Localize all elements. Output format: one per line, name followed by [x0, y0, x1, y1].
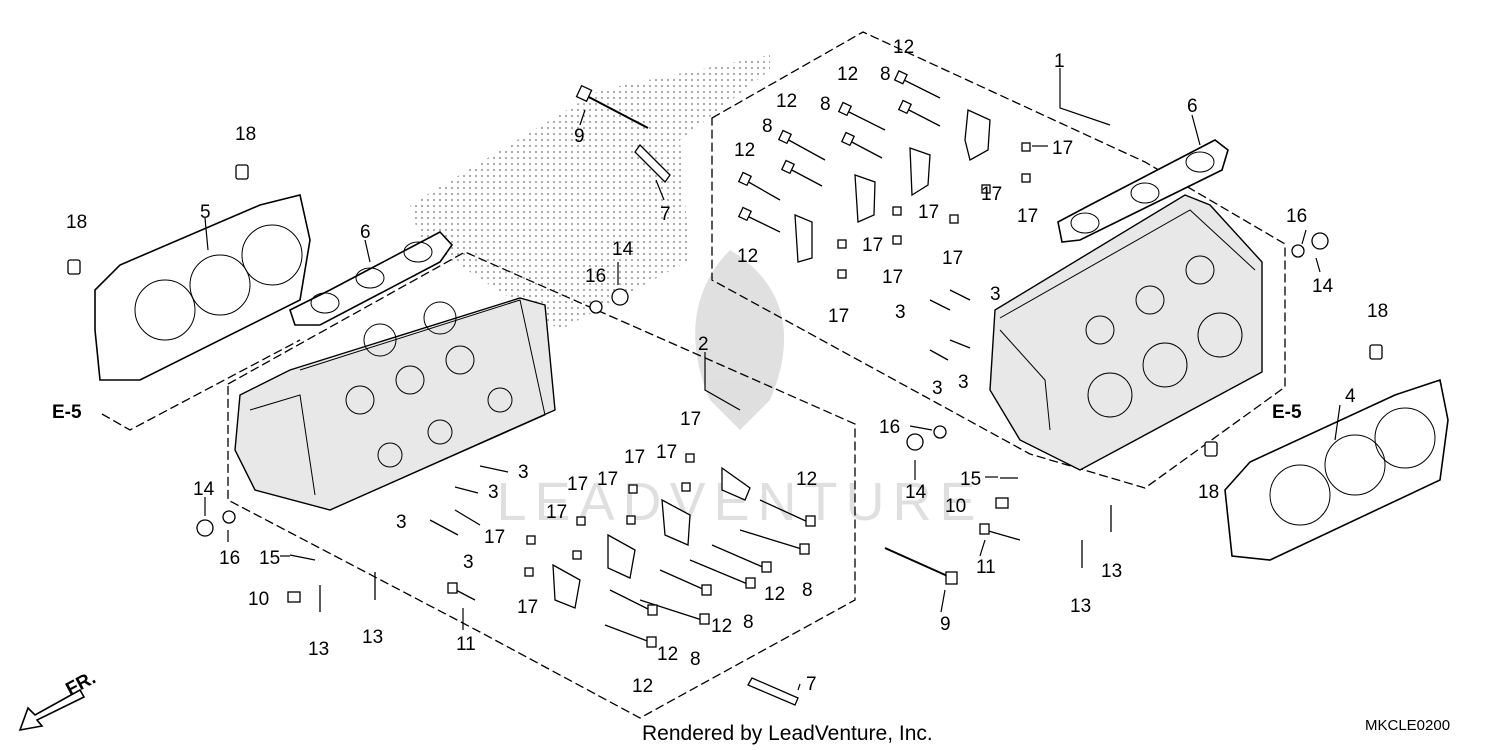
cylinder-head-left	[234, 297, 556, 511]
callout-3: 3	[958, 372, 969, 393]
callout-16: 16	[219, 548, 240, 569]
reference-e5-right: E-5	[1272, 402, 1302, 423]
callout-3: 3	[488, 482, 499, 503]
reference-e5-left: E-5	[52, 402, 82, 423]
callout-18: 18	[1198, 482, 1219, 503]
callout-13: 13	[308, 639, 329, 660]
callout-17: 17	[981, 184, 1002, 205]
callout-8: 8	[880, 64, 891, 85]
callout-12: 12	[734, 140, 755, 161]
callout-17: 17	[918, 202, 939, 223]
callout-8: 8	[743, 612, 754, 633]
callout-16: 16	[1286, 206, 1307, 227]
group-boundary-2	[227, 251, 856, 719]
callout-13: 13	[362, 627, 383, 648]
callout-17: 17	[567, 474, 588, 495]
callout-15: 15	[259, 548, 280, 569]
callout-18: 18	[66, 212, 87, 233]
front-direction-arrow: FR.	[18, 668, 99, 732]
callout-17: 17	[484, 527, 505, 548]
callout-8: 8	[762, 116, 773, 137]
callout-12: 12	[837, 64, 858, 85]
callout-9: 9	[574, 126, 585, 147]
callout-18: 18	[1367, 301, 1388, 322]
footer-credit: Rendered by LeadVenture, Inc.	[642, 722, 933, 745]
callout-10: 10	[945, 496, 966, 517]
callout-7: 7	[660, 204, 671, 225]
callout-14: 14	[905, 482, 927, 503]
head-gasket-left	[94, 194, 311, 381]
callout-12: 12	[893, 37, 914, 58]
callout-7: 7	[806, 674, 817, 695]
callout-17: 17	[517, 597, 538, 618]
callout-17: 17	[546, 502, 567, 523]
gasket-guide-left	[101, 339, 301, 431]
bolts	[447, 70, 1021, 648]
callout-11: 11	[456, 634, 476, 655]
callout-18: 18	[235, 124, 256, 145]
callout-6: 6	[360, 222, 371, 243]
callout-17: 17	[1052, 138, 1073, 159]
callout-16: 16	[585, 266, 606, 287]
callout-12: 12	[776, 91, 797, 112]
callout-12: 12	[764, 584, 785, 605]
callout-15: 15	[960, 469, 981, 490]
callout-12: 12	[657, 644, 678, 665]
callout-17: 17	[828, 306, 849, 327]
callout-17: 17	[1017, 206, 1038, 227]
callout-14: 14	[1312, 276, 1334, 297]
callout-4: 4	[1345, 386, 1356, 407]
callout-3: 3	[932, 378, 943, 399]
callout-2: 2	[698, 334, 709, 355]
callout-11: 11	[976, 557, 996, 578]
callout-17: 17	[862, 235, 883, 256]
callout-12: 12	[711, 616, 732, 637]
group-boundary-1	[711, 31, 1286, 489]
callout-16: 16	[879, 417, 900, 438]
callout-8: 8	[820, 94, 831, 115]
callout-17: 17	[597, 469, 618, 490]
callout-3: 3	[895, 302, 906, 323]
exhaust-gasket-right	[1057, 139, 1229, 243]
callout-17: 17	[942, 248, 963, 269]
leader-lines	[204, 68, 1341, 691]
callout-13: 13	[1101, 561, 1122, 582]
callout-12: 12	[737, 246, 758, 267]
callout-6: 6	[1187, 96, 1198, 117]
dotted-shade-region	[410, 55, 770, 330]
callout-labels: 1 2 3 3 3 3 3 3 3 3 4 5 6 6 7 7 8 8 8 8 …	[52, 37, 1388, 697]
head-gasket-right	[1224, 378, 1449, 561]
callout-12: 12	[632, 676, 653, 697]
callout-1: 1	[1054, 51, 1065, 72]
callout-12: 12	[796, 469, 817, 490]
callout-3: 3	[463, 552, 474, 573]
cylinder-head-right	[989, 194, 1263, 471]
callout-3: 3	[396, 512, 407, 533]
callout-9: 9	[940, 614, 951, 635]
fr-arrow-label: FR.	[62, 668, 99, 701]
callout-3: 3	[990, 284, 1001, 305]
callout-14: 14	[193, 479, 215, 500]
callout-14: 14	[612, 239, 634, 260]
diagram-code: MKCLE0200	[1365, 717, 1450, 734]
callout-8: 8	[802, 580, 813, 601]
callout-5: 5	[200, 202, 211, 223]
callout-17: 17	[882, 267, 903, 288]
callout-13: 13	[1070, 596, 1091, 617]
callout-3: 3	[518, 462, 529, 483]
callout-17: 17	[656, 442, 677, 463]
exhaust-gasket-left	[289, 231, 454, 326]
callout-8: 8	[690, 649, 701, 670]
callout-10: 10	[248, 589, 269, 610]
callout-17: 17	[680, 409, 701, 430]
small-parts	[67, 109, 1383, 706]
callout-17: 17	[624, 447, 645, 468]
